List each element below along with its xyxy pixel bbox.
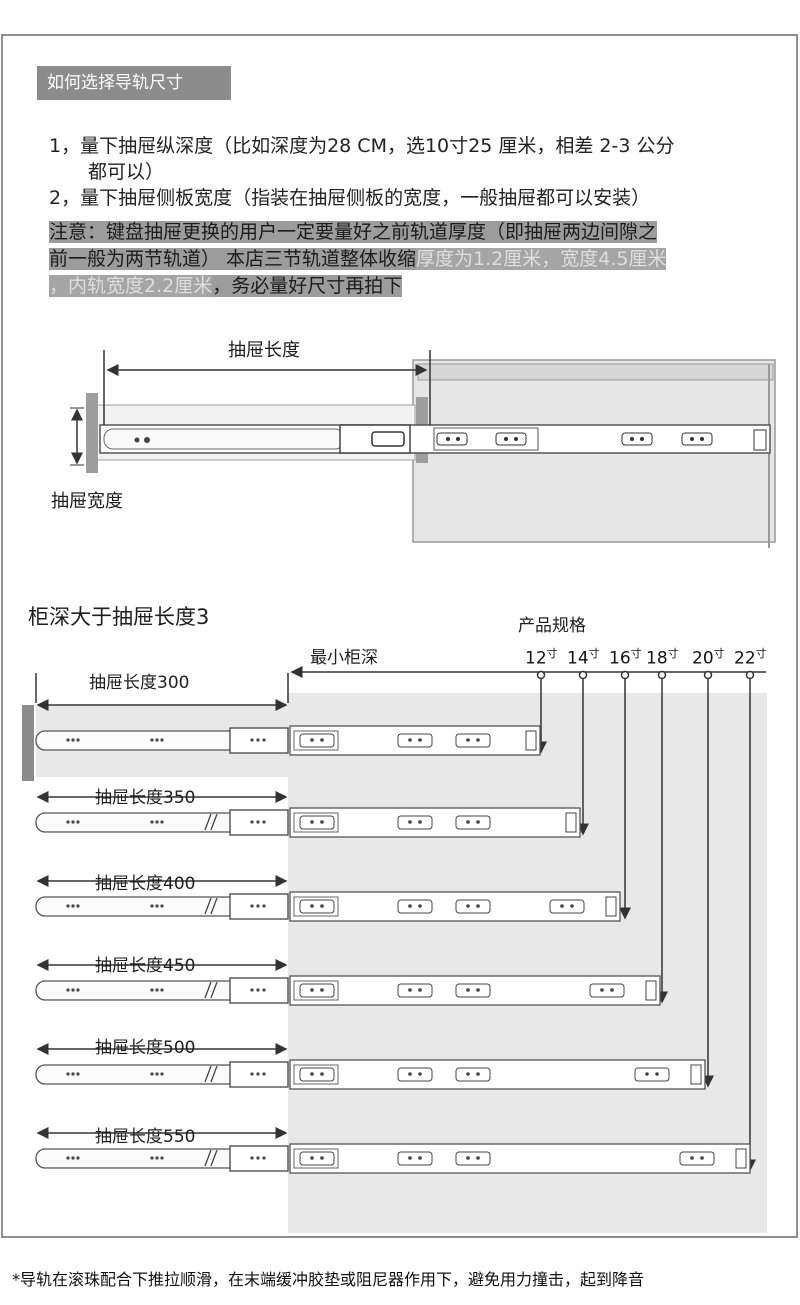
drawer-length-row-label: 抽屉长度350 xyxy=(95,788,196,808)
rail-end-stop-3 xyxy=(605,896,617,917)
spec-tick-18 xyxy=(657,670,667,680)
spec-tick-14 xyxy=(578,670,588,680)
drawer-length-label: 抽屉长度 xyxy=(228,340,300,361)
drawer-length-row-label: 抽屉长度400 xyxy=(95,874,196,894)
rail-slot xyxy=(299,1067,335,1082)
outer-rail-1 xyxy=(289,725,541,756)
break-mark-2 xyxy=(204,813,218,831)
rail-slot xyxy=(299,733,335,748)
spec-size-label: 14寸 xyxy=(567,647,600,669)
rail-slot xyxy=(299,899,335,914)
rail-slot xyxy=(455,815,491,830)
rail-slot xyxy=(299,815,335,830)
rail-end-stop-5 xyxy=(690,1064,702,1085)
rail-slot xyxy=(589,983,625,998)
rail-slot xyxy=(455,733,491,748)
top-rail-diagram xyxy=(70,350,776,548)
rail-slot xyxy=(397,815,433,830)
min-depth-label: 最小柜深 xyxy=(310,648,378,668)
outer-rail-4 xyxy=(289,975,661,1006)
spec-tick-22 xyxy=(745,670,755,680)
outer-rail-3 xyxy=(289,891,621,922)
rail-slot xyxy=(455,899,491,914)
spec-tick-16 xyxy=(620,670,630,680)
rail-end-stop-6 xyxy=(735,1148,747,1169)
break-mark-5 xyxy=(204,1065,218,1083)
rail-slot xyxy=(455,1151,491,1166)
instruction-line-1: 1，量下抽屉纵深度（比如深度为28 CM，选10寸25 厘米，相差 2-3 公分 xyxy=(49,135,675,157)
rail-slot xyxy=(455,1067,491,1082)
instruction-line-1-cont: 都可以） xyxy=(88,161,165,183)
rail-slot xyxy=(549,899,585,914)
spec-size-label: 20寸 xyxy=(692,647,725,669)
spec-size-label: 22寸 xyxy=(734,647,767,669)
break-mark-6 xyxy=(204,1149,218,1167)
rail-slot xyxy=(397,1151,433,1166)
rail-end-stop-1 xyxy=(525,730,537,751)
spec-tick-12 xyxy=(536,670,546,680)
rail-slot xyxy=(397,899,433,914)
notice-line-1: 注意：键盘抽屉更换的用户一定要量好之前轨道厚度（即抽屉两边间隙之 xyxy=(49,221,658,243)
spec-chart-title: 柜深大于抽屉长度3 xyxy=(28,605,210,629)
rail-slot xyxy=(397,1067,433,1082)
spec-size-label: 18寸 xyxy=(646,647,679,669)
drawer-length-row-label: 抽屉长度450 xyxy=(95,956,196,976)
rail-slot xyxy=(634,1067,670,1082)
section-header: 如何选择导轨尺寸 xyxy=(37,66,231,100)
drawer-300-front xyxy=(22,705,34,781)
drawer-length-row-label: 抽屉长度500 xyxy=(95,1038,196,1058)
spec-label: 产品规格 xyxy=(518,616,586,636)
outer-rail-5 xyxy=(289,1059,706,1090)
rail-slot xyxy=(299,983,335,998)
drawer-length-row-label: 抽屉长度300 xyxy=(89,673,190,693)
rail-slot xyxy=(455,983,491,998)
rail-end-stop-4 xyxy=(645,980,657,1001)
rail-end-stop-2 xyxy=(565,812,577,833)
cabinet-top-panel xyxy=(417,363,774,381)
spec-size-label: 12寸 xyxy=(525,647,558,669)
min-cabinet-depth-area xyxy=(288,693,767,1233)
spec-tick-20 xyxy=(703,670,713,680)
rail-slot xyxy=(679,1151,715,1166)
spec-size-label: 16寸 xyxy=(609,647,642,669)
instruction-line-2: 2，量下抽屉侧板宽度（指装在抽屉侧板的宽度，一般抽屉都可以安装） xyxy=(49,187,651,209)
outer-rail-6 xyxy=(289,1143,751,1174)
break-mark-4 xyxy=(204,981,218,999)
break-mark-3 xyxy=(204,897,218,915)
footer-note: *导轨在滚珠配合下推拉顺滑，在末端缓冲胶垫或阻尼器作用下，避免用力撞击，起到降音 xyxy=(12,1270,645,1289)
drawer-front-panel xyxy=(86,393,98,473)
notice-line-2: 前一般为两节轨道） 本店三节轨道整体收缩厚度为1.2厘米，宽度4.5厘米 xyxy=(49,248,667,270)
content-frame xyxy=(1,34,798,1238)
drawer-width-label: 抽屉宽度 xyxy=(51,491,123,512)
notice-line-3: ，内轨宽度2.2厘米，务必量好尺寸再拍下 xyxy=(49,275,403,297)
drawer-length-row-label: 抽屉长度550 xyxy=(95,1127,196,1147)
rail-slot xyxy=(299,1151,335,1166)
spec-chart xyxy=(22,666,767,1233)
rail-slot xyxy=(397,733,433,748)
rail-slot xyxy=(397,983,433,998)
